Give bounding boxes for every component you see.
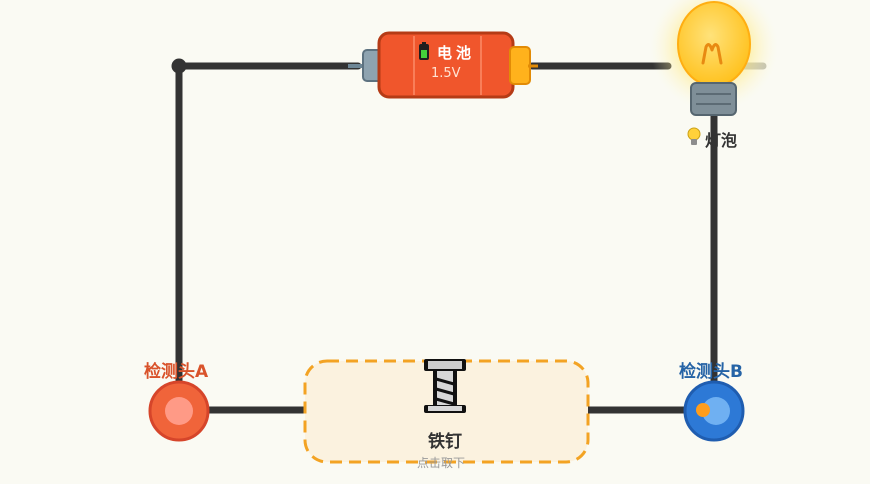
probe-b-label: 检测头B bbox=[679, 362, 743, 382]
material-name: 铁钉 bbox=[428, 432, 462, 452]
material-hint: 点击取下 bbox=[417, 456, 466, 470]
circuit-wires bbox=[175, 62, 718, 414]
nail-icon bbox=[424, 359, 466, 413]
battery-title: 电池 bbox=[437, 44, 476, 62]
material-slot[interactable] bbox=[303, 359, 590, 464]
bulb-filament bbox=[701, 43, 723, 65]
probe-a-inner bbox=[165, 397, 193, 425]
battery-voltage: 1.5V bbox=[431, 66, 461, 81]
lightbulb-icon bbox=[687, 127, 701, 145]
battery-positive-terminal bbox=[509, 46, 531, 85]
battery[interactable] bbox=[348, 31, 538, 99]
bulb-label: 灯泡 bbox=[705, 131, 738, 150]
bulb-base bbox=[690, 82, 737, 116]
lightbulb[interactable] bbox=[650, 0, 778, 145]
probe-b-contact bbox=[696, 403, 710, 417]
wire-junction bbox=[171, 58, 187, 74]
probe-b-inner bbox=[702, 397, 730, 425]
probe-b[interactable] bbox=[683, 380, 745, 442]
probe-a-label: 检测头A bbox=[144, 362, 209, 382]
probe-a[interactable] bbox=[148, 380, 210, 442]
battery-icon bbox=[419, 42, 429, 60]
